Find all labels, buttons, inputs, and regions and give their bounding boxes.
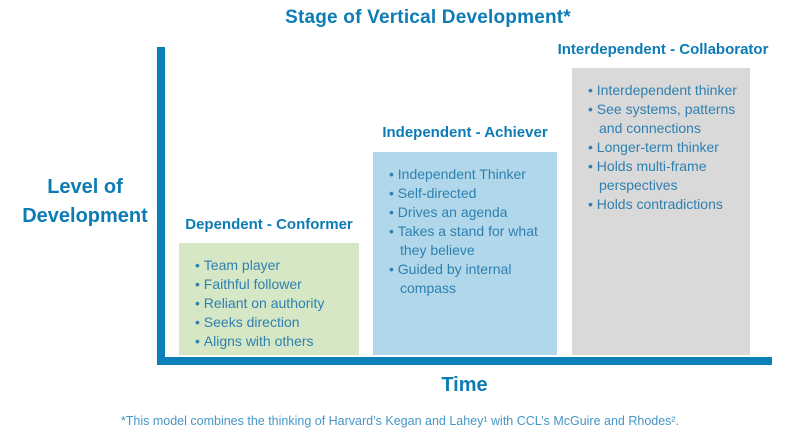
- bullet-item: See systems, patterns and connections: [588, 100, 740, 138]
- y-axis-label: Level of Development: [22, 176, 148, 227]
- bullet-item: Independent Thinker: [389, 165, 547, 184]
- bullet-item: Reliant on authority: [195, 294, 349, 313]
- bullet-item: Holds contradictions: [588, 195, 740, 214]
- bullet-item: Faithful follower: [195, 275, 349, 294]
- stage-heading-interdependent-collaborator: Interdependent - Collaborator: [557, 41, 769, 58]
- bullet-item: Interdependent thinker: [588, 81, 740, 100]
- x-axis-label: Time: [441, 374, 488, 396]
- bullet-item: Drives an agenda: [389, 203, 547, 222]
- stage-bullet-list: Team playerFaithful followerReliant on a…: [195, 256, 349, 351]
- stage-box-interdependent-collaborator: Interdependent thinkerSee systems, patte…: [572, 68, 750, 355]
- bullet-item: Longer-term thinker: [588, 138, 740, 157]
- bullet-item: Takes a stand for what they believe: [389, 222, 547, 260]
- stage-heading-independent-achiever: Independent - Achiever: [382, 124, 548, 141]
- bullet-item: Aligns with others: [195, 332, 349, 351]
- bullet-item: Self-directed: [389, 184, 547, 203]
- bullet-item: Holds multi-frame perspectives: [588, 157, 740, 195]
- y-axis-line: [157, 47, 165, 365]
- footnote: *This model combines the thinking of Har…: [120, 414, 680, 428]
- x-axis-line: [157, 357, 772, 365]
- stage-heading-dependent-conformer: Dependent - Conformer: [185, 216, 353, 233]
- diagram-title: Stage of Vertical Development*: [285, 7, 571, 28]
- bullet-item: Seeks direction: [195, 313, 349, 332]
- stage-box-independent-achiever: Independent ThinkerSelf-directedDrives a…: [373, 152, 557, 355]
- stage-bullet-list: Interdependent thinkerSee systems, patte…: [588, 81, 740, 214]
- stage-box-dependent-conformer: Team playerFaithful followerReliant on a…: [179, 243, 359, 355]
- bullet-item: Guided by internal compass: [389, 260, 547, 298]
- stage-bullet-list: Independent ThinkerSelf-directedDrives a…: [389, 165, 547, 298]
- bullet-item: Team player: [195, 256, 349, 275]
